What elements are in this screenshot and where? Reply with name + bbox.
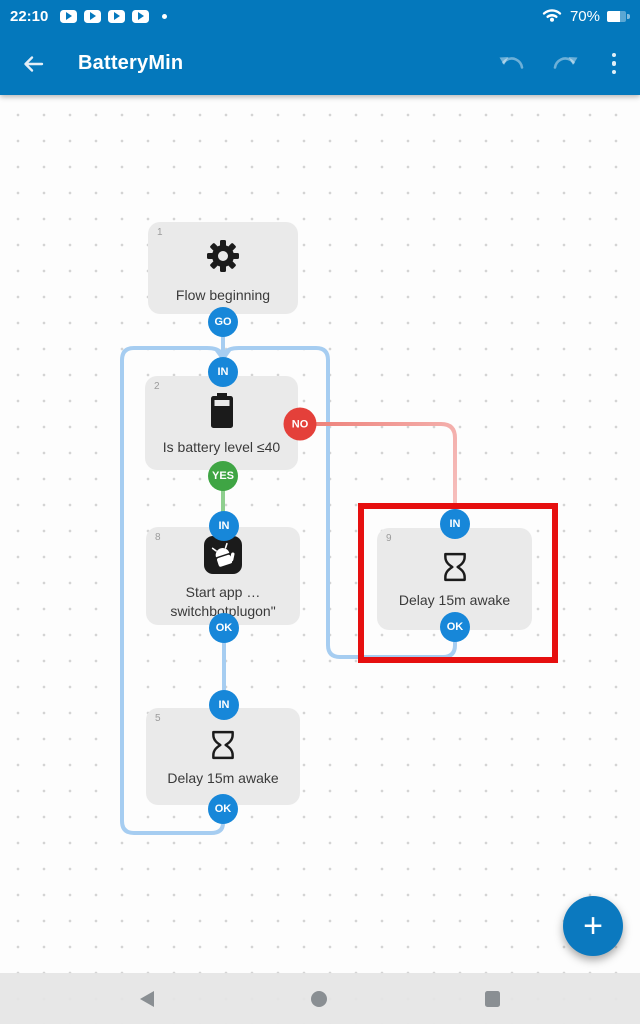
node-number: 9: [386, 533, 392, 544]
port-in[interactable]: IN: [440, 509, 470, 539]
redo-icon[interactable]: [552, 52, 580, 76]
navigation-bar: [0, 973, 640, 1024]
clock: 22:10: [10, 7, 49, 25]
node-label: Is battery level ≤40: [162, 439, 281, 456]
flow-node-beginning[interactable]: 1: [148, 222, 298, 314]
add-block-fab[interactable]: +: [563, 896, 623, 956]
status-bar: 22:10 70%: [0, 0, 640, 32]
overflow-menu-icon[interactable]: [606, 51, 623, 77]
node-number: 1: [157, 227, 163, 238]
port-in[interactable]: IN: [208, 357, 238, 387]
wifi-icon: [541, 5, 563, 27]
app-bar: BatteryMin: [0, 32, 640, 95]
port-in[interactable]: IN: [209, 511, 239, 541]
back-arrow-icon[interactable]: [18, 49, 48, 79]
play-notification-icon: [60, 9, 78, 23]
gear-icon: [202, 235, 244, 282]
node-number: 2: [154, 381, 160, 392]
nav-home-icon: [311, 990, 327, 1007]
flow-node-start-app[interactable]: 8 Start app … switchbotplugon": [146, 527, 300, 625]
flow-node-battery-check[interactable]: 2 Is battery level ≤40: [145, 376, 298, 470]
undo-icon[interactable]: [498, 52, 526, 76]
node-label: Delay 15m awake: [167, 769, 279, 786]
port-ok[interactable]: OK: [209, 613, 239, 643]
node-label-line1: Start app …: [185, 584, 261, 600]
flow-canvas[interactable]: [0, 95, 640, 1024]
battery-icon: [607, 10, 630, 22]
nav-recents-button[interactable]: [468, 973, 516, 1024]
port-ok[interactable]: OK: [208, 794, 238, 824]
battery-percent: 70%: [569, 7, 600, 25]
page-title: BatteryMin: [78, 52, 184, 74]
node-label: Flow beginning: [175, 287, 271, 304]
port-ok[interactable]: OK: [440, 612, 470, 642]
flow-node-delay-5[interactable]: 5 Delay 15m awake: [146, 708, 300, 805]
hourglass-icon: [211, 730, 235, 765]
nav-back-button[interactable]: [123, 973, 171, 1024]
nav-home-button[interactable]: [295, 973, 343, 1024]
port-go[interactable]: GO: [208, 307, 238, 337]
play-notification-icon: [108, 9, 126, 23]
nav-back-icon: [140, 990, 154, 1007]
port-yes[interactable]: YES: [208, 461, 238, 491]
play-notification-icon: [84, 9, 102, 23]
play-notification-icon: [132, 9, 150, 23]
node-number: 8: [155, 532, 161, 543]
nav-recents-icon: [484, 990, 500, 1007]
battery-level-icon: [209, 393, 235, 434]
node-label: Delay 15m awake: [398, 592, 511, 609]
plus-icon: +: [583, 906, 603, 945]
android-app-icon: [204, 536, 242, 579]
notification-dot-icon: [162, 13, 168, 19]
port-no[interactable]: NO: [283, 407, 317, 441]
port-in[interactable]: IN: [209, 690, 239, 720]
node-number: 5: [155, 713, 161, 724]
hourglass-icon: [443, 552, 467, 587]
